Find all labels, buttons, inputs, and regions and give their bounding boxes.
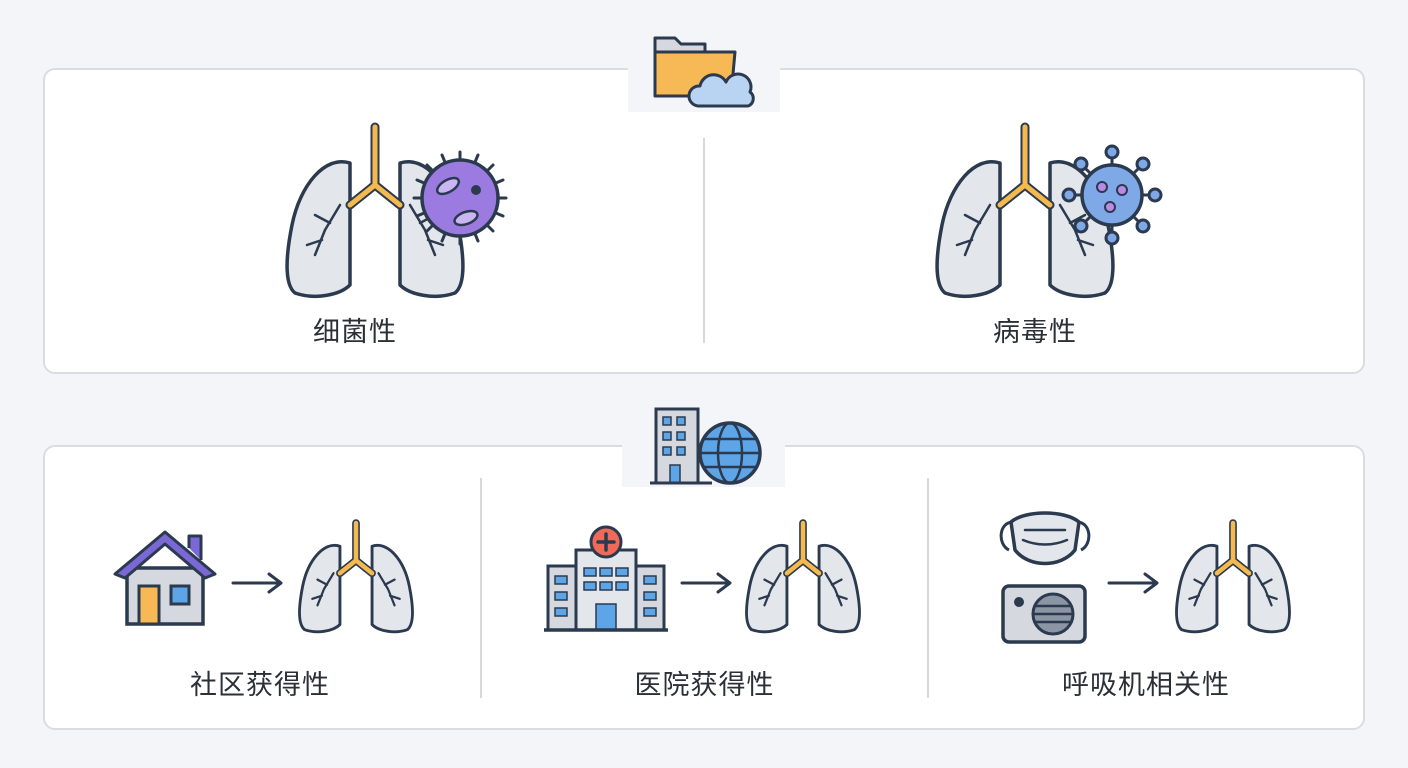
- arrow-right-icon: [680, 572, 732, 594]
- setting-group-badge: [622, 405, 785, 487]
- arrow-right-icon: [1107, 572, 1159, 594]
- building-globe-icon: [650, 407, 762, 485]
- ventilator-label: 呼吸机相关性: [1062, 670, 1230, 701]
- setting-divider-1: [480, 478, 482, 698]
- pathogen-group-badge: [628, 30, 780, 112]
- ventilator-item: 呼吸机相关性: [929, 500, 1363, 725]
- lungs-icon: [1175, 519, 1291, 634]
- viral-label: 病毒性: [993, 317, 1077, 348]
- folder-cloud-icon: [653, 36, 755, 108]
- viral-item: 病毒性: [705, 110, 1365, 370]
- pathogen-divider: [703, 138, 705, 343]
- setting-divider-2: [927, 478, 929, 698]
- community-item: 社区获得性: [45, 500, 480, 725]
- bacterial-label: 细菌性: [313, 317, 397, 348]
- community-label: 社区获得性: [190, 670, 330, 701]
- hospital-icon: [544, 525, 668, 632]
- arrow-right-icon: [231, 572, 283, 594]
- hospital-label: 医院获得性: [634, 670, 775, 701]
- lungs-icon: [298, 519, 414, 634]
- ventilator-icon: [1001, 584, 1087, 644]
- lungs-icon: [285, 122, 465, 298]
- mask-icon: [999, 511, 1091, 566]
- bacterium-icon: [412, 150, 508, 246]
- house-icon: [113, 530, 217, 626]
- virus-icon: [1061, 144, 1163, 246]
- bacterial-item: 细菌性: [45, 110, 705, 370]
- lungs-icon: [745, 519, 861, 634]
- hospital-item: 医院获得性: [482, 500, 927, 725]
